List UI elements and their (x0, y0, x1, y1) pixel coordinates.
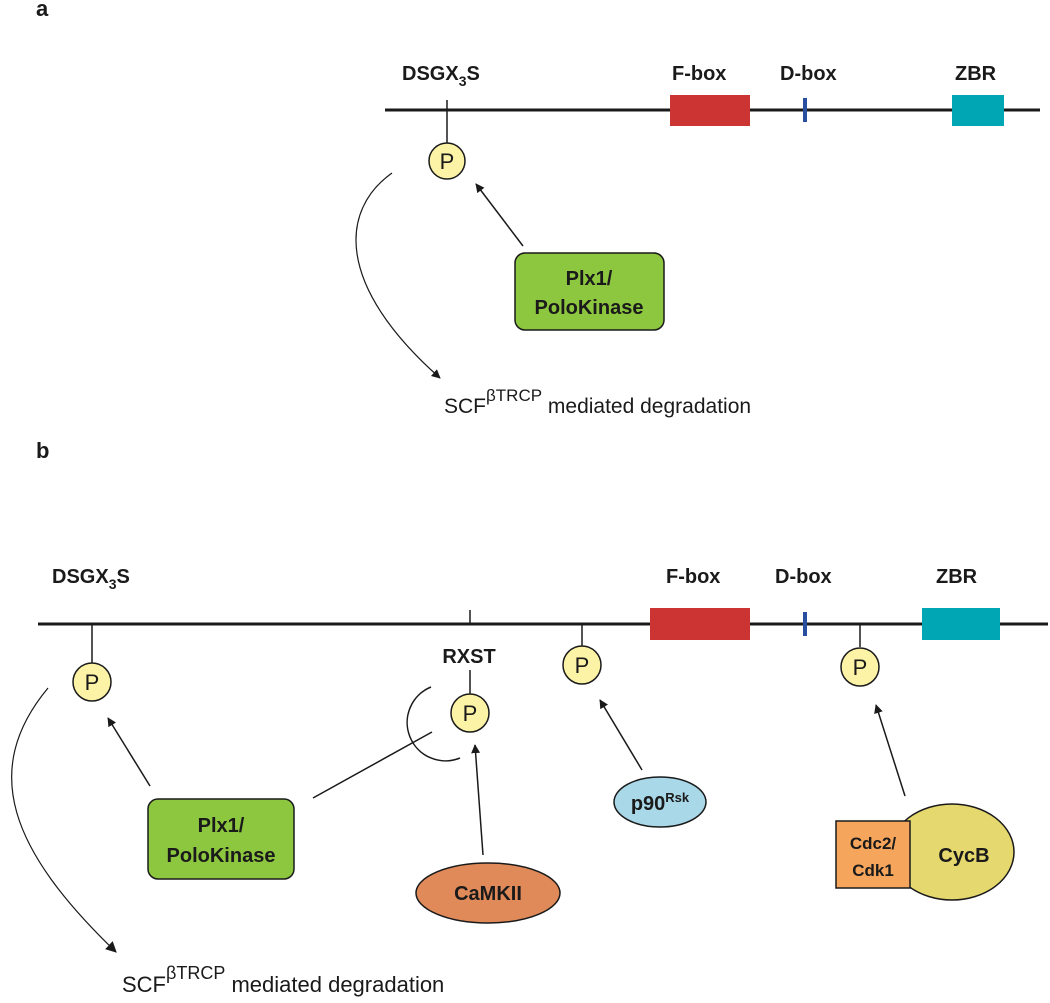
panel-a-phospho-site (428, 142, 466, 180)
panel-a-fbox-label: F-box (672, 63, 726, 85)
panel-b-phospho-label-dsgx: P (85, 670, 100, 695)
panel-b-phospho-label-rsk: P (575, 653, 590, 678)
panel-b-letter: b (36, 438, 49, 463)
panel-b-dbox-label: D-box (775, 566, 832, 588)
panel-a-dbox-domain (803, 98, 807, 122)
panel-a-dbox-label: D-box (780, 63, 837, 85)
panel-a: a DSGX3S F-box D-box ZBR P Plx1/ PoloKin… (36, 0, 1040, 418)
panel-b-cdc2-line2: Cdk1 (852, 861, 894, 880)
panel-b-camkii-node (415, 862, 561, 924)
panel-b-polo-kinase-box (147, 798, 295, 880)
panel-b-motif-label: DSGX3S (52, 566, 130, 592)
panel-b-phospho-site-cdk (840, 647, 880, 687)
panel-b-phospho-site-dsgx (72, 662, 112, 702)
panel-b-camkii-label: CaMKII (454, 883, 522, 905)
panel-b-polo-line1: Plx1/ (198, 815, 245, 837)
panel-a-zbr-label: ZBR (955, 63, 997, 85)
panel-a-polo-line2: PoloKinase (535, 297, 644, 319)
panel-b-cdc2-line1: Cdc2/ (850, 834, 897, 853)
panel-b-rsk-node (613, 776, 707, 828)
panel-a-fbox-domain (670, 95, 750, 126)
panel-b: b DSGX3S F-box D-box ZBR RXST P P P (11, 438, 1048, 997)
panel-b-rsk-label: p90Rsk (631, 790, 690, 815)
panel-a-polo-kinase-box (514, 252, 665, 331)
panel-b-cycb-label: CycB (938, 845, 989, 867)
panel-b-degradation-label: SCFβTRCP mediated degradation (122, 963, 444, 997)
panel-a-phosphorylation-arrow (475, 183, 524, 247)
panel-b-phospho-label-rxst: P (463, 701, 478, 726)
panel-b-rsk-arrow (599, 699, 643, 771)
panel-b-polo-line2: PoloKinase (167, 845, 276, 867)
panel-a-phospho-label: P (440, 149, 455, 174)
panel-b-fbox-domain (650, 608, 750, 640)
panel-b-phospho-site-rsk (562, 645, 602, 685)
panel-b-camkii-arrow (471, 744, 484, 856)
panel-a-degradation-arrow (355, 172, 441, 379)
panel-b-dbox-domain (803, 612, 807, 636)
panel-a-zbr-domain (952, 95, 1004, 126)
panel-b-cdc2-node (835, 820, 911, 889)
panel-b-zbr-domain (922, 608, 1000, 640)
panel-b-degradation-arrow (11, 687, 117, 953)
panel-a-motif-label: DSGX3S (402, 63, 480, 89)
panel-a-polo-line1: Plx1/ (566, 268, 613, 290)
panel-b-rxst-label: RXST (442, 646, 495, 668)
panel-b-phospho-site-rxst (450, 693, 490, 733)
panel-b-zbr-label: ZBR (936, 566, 978, 588)
panel-b-fbox-label: F-box (666, 566, 720, 588)
panel-a-letter: a (36, 0, 49, 21)
panel-b-cdk-arrow (874, 704, 906, 797)
panel-b-polo-arrow (107, 717, 151, 787)
panel-a-degradation-label: SCFβTRCP mediated degradation (444, 386, 751, 418)
panel-b-polo-inhibition-line (312, 731, 433, 799)
panel-b-phospho-label-cdk: P (853, 655, 868, 680)
panel-b-inhibition-arc (406, 686, 461, 762)
